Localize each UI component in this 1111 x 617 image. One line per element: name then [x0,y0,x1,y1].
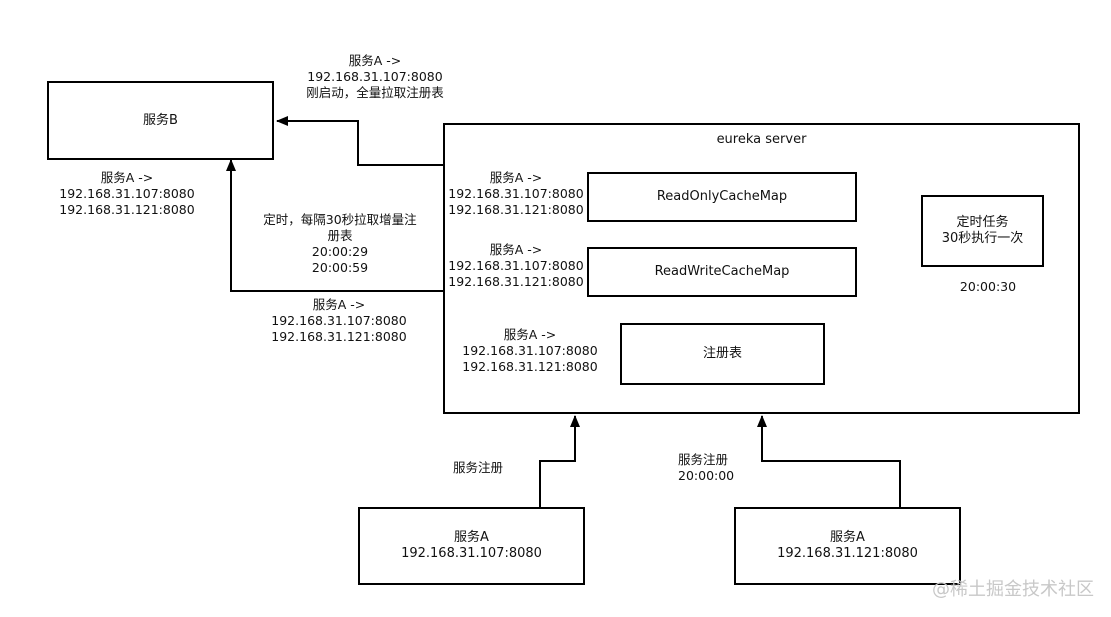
service-b-title: 服务B [143,112,178,128]
register-a2-time: 20:00:00 [678,468,735,483]
readwrite-cache-name: ReadWriteCacheMap [654,264,790,279]
service-a1-name: 服务A [454,530,489,545]
timer-task-line2: 30秒执行一次 [941,231,1024,246]
full-pull-line3: 刚启动，全量拉取注册表 [306,85,444,100]
service-a2-ip: 192.168.31.121:8080 [777,546,918,561]
registry-data-line3: 192.168.31.121:8080 [462,359,598,374]
readwrite-data-line2: 192.168.31.107:8080 [448,258,584,273]
registry-data-line2: 192.168.31.107:8080 [462,343,598,358]
service-b-registry-line3: 192.168.31.121:8080 [59,202,195,217]
delta-pull-arrow [226,159,444,292]
readonly-data-label: 服务A -> 192.168.31.107:8080 192.168.31.12… [446,170,586,218]
readonly-data-line3: 192.168.31.121:8080 [448,202,584,217]
service-a2-name: 服务A [830,530,865,545]
readonly-cache-name: ReadOnlyCacheMap [656,189,788,204]
watermark: @稀土掘金技术社区 [932,579,1094,600]
readonly-cache-box: ReadOnlyCacheMap [587,172,857,222]
registry-name: 注册表 [702,346,742,361]
timer-task-box: 定时任务 30秒执行一次 [921,195,1044,267]
service-a2-box: 服务A 192.168.31.121:8080 [734,507,961,585]
service-b-registry-line1: 服务A -> [100,170,154,185]
delta-pull-line4: 20:00:59 [311,260,369,275]
readonly-data-line2: 192.168.31.107:8080 [448,186,584,201]
readwrite-cache-box: ReadWriteCacheMap [587,247,857,297]
full-pull-arrow [276,116,444,166]
register-a2-label: 服务注册 20:00:00 [678,452,742,484]
service-b-box: 服务B [47,81,274,160]
full-pull-line2: 192.168.31.107:8080 [307,69,443,84]
delta-result-line1: 服务A -> [312,297,366,312]
service-b-registry-label: 服务A -> 192.168.31.107:8080 192.168.31.12… [47,170,207,218]
service-b-registry-line2: 192.168.31.107:8080 [59,186,195,201]
service-a1-ip: 192.168.31.107:8080 [401,546,542,561]
full-pull-line1: 服务A -> [348,53,402,68]
delta-result-line3: 192.168.31.121:8080 [271,329,407,344]
register-a2-text: 服务注册 [678,452,729,467]
readonly-data-line1: 服务A -> [489,170,543,185]
service-a1-box: 服务A 192.168.31.107:8080 [358,507,585,585]
registry-data-line1: 服务A -> [503,327,557,342]
delta-pull-line1: 定时，每隔30秒拉取增量注 [263,212,417,227]
register-a1-label: 服务注册 [452,460,503,475]
eureka-server-title: eureka server [716,132,807,147]
delta-pull-line3: 20:00:29 [311,244,369,259]
delta-pull-label: 定时，每隔30秒拉取增量注 册表 20:00:29 20:00:59 [254,212,426,276]
delta-pull-line2: 册表 [327,228,353,243]
readwrite-data-label: 服务A -> 192.168.31.107:8080 192.168.31.12… [446,242,586,290]
full-pull-label: 服务A -> 192.168.31.107:8080 刚启动，全量拉取注册表 [290,53,460,101]
timer-task-line1: 定时任务 [956,215,1009,230]
registry-data-label: 服务A -> 192.168.31.107:8080 192.168.31.12… [460,327,600,375]
readwrite-data-line1: 服务A -> [489,242,543,257]
delta-result-line2: 192.168.31.107:8080 [271,313,407,328]
timer-task-time: 20:00:30 [959,279,1017,294]
register-a2-arrow [757,415,901,508]
readwrite-data-line3: 192.168.31.121:8080 [448,274,584,289]
delta-result-label: 服务A -> 192.168.31.107:8080 192.168.31.12… [259,297,419,345]
register-a1-arrow [539,415,580,508]
registry-box: 注册表 [620,323,825,385]
